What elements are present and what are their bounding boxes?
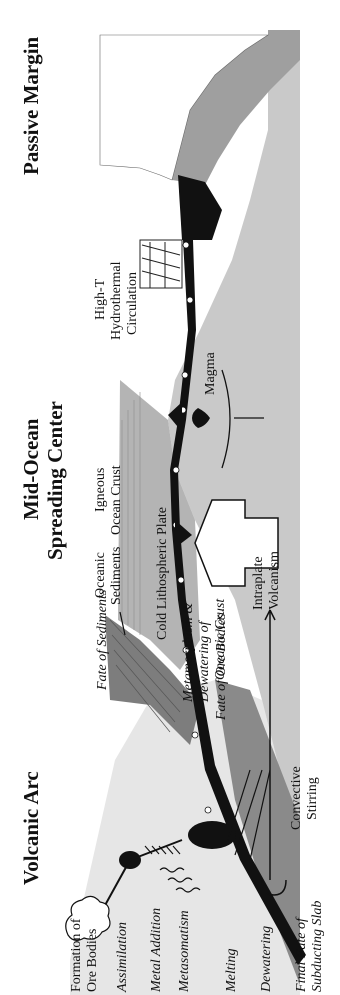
label-final-fate-line2: Subducting Slab bbox=[310, 901, 325, 992]
arc-magma-chamber bbox=[188, 821, 236, 849]
label-metamorphism-line3: Oceanic Crust bbox=[213, 598, 228, 680]
label-hydrothermal-line2: Hydrothermal bbox=[109, 261, 124, 340]
label-hydrothermal-line1: High-T bbox=[93, 278, 108, 320]
label-igneous-line1: Igneous bbox=[93, 468, 108, 512]
label-oceanic-sediments-line2: Sediments bbox=[109, 547, 124, 605]
header-mid-ocean-line2: Spreading Center bbox=[43, 401, 67, 560]
label-final-fate-line1: Final Fate of bbox=[294, 916, 309, 993]
label-hydrothermal-line3: Circulation bbox=[125, 272, 140, 335]
header-mid-ocean-line1: Mid-Ocean bbox=[19, 418, 43, 520]
label-convective-line2: Stirring bbox=[305, 777, 320, 820]
label-metamorphism-line2: Dewatering of bbox=[197, 619, 212, 703]
header-volcanic-arc: Volcanic Arc bbox=[19, 771, 43, 885]
label-intraplate-line2: Volcanism bbox=[267, 551, 282, 610]
label-metal-addition: Metal Addition bbox=[149, 908, 164, 993]
label-assimilation: Assimilation bbox=[115, 922, 130, 993]
label-dewatering: Dewatering bbox=[259, 926, 274, 993]
label-igneous-line2: Ocean Crust bbox=[109, 465, 124, 535]
label-formation-line2: Ore Bodies bbox=[85, 929, 100, 992]
label-cold-plate: Cold Lithospheric Plate bbox=[155, 507, 170, 640]
label-metamorphism-line1: Metamorphism & bbox=[181, 603, 196, 703]
label-magma: Magma bbox=[203, 351, 218, 395]
label-convective-line1: Convective bbox=[289, 766, 304, 830]
label-intraplate-line1: Intraplate bbox=[251, 556, 266, 610]
label-metasomatism: Metasomatism bbox=[177, 910, 192, 993]
label-oceanic-sediments-line1: Oceanic bbox=[93, 552, 108, 598]
header-passive-margin: Passive Margin bbox=[19, 36, 43, 175]
passive-margin-dark bbox=[178, 175, 222, 240]
label-melting: Melting bbox=[224, 948, 239, 993]
label-fate-of-sediments: Fate of Sediments bbox=[95, 589, 110, 691]
carbonate-block-symbol bbox=[140, 240, 182, 288]
label-formation-line1: Formation of bbox=[69, 918, 84, 992]
